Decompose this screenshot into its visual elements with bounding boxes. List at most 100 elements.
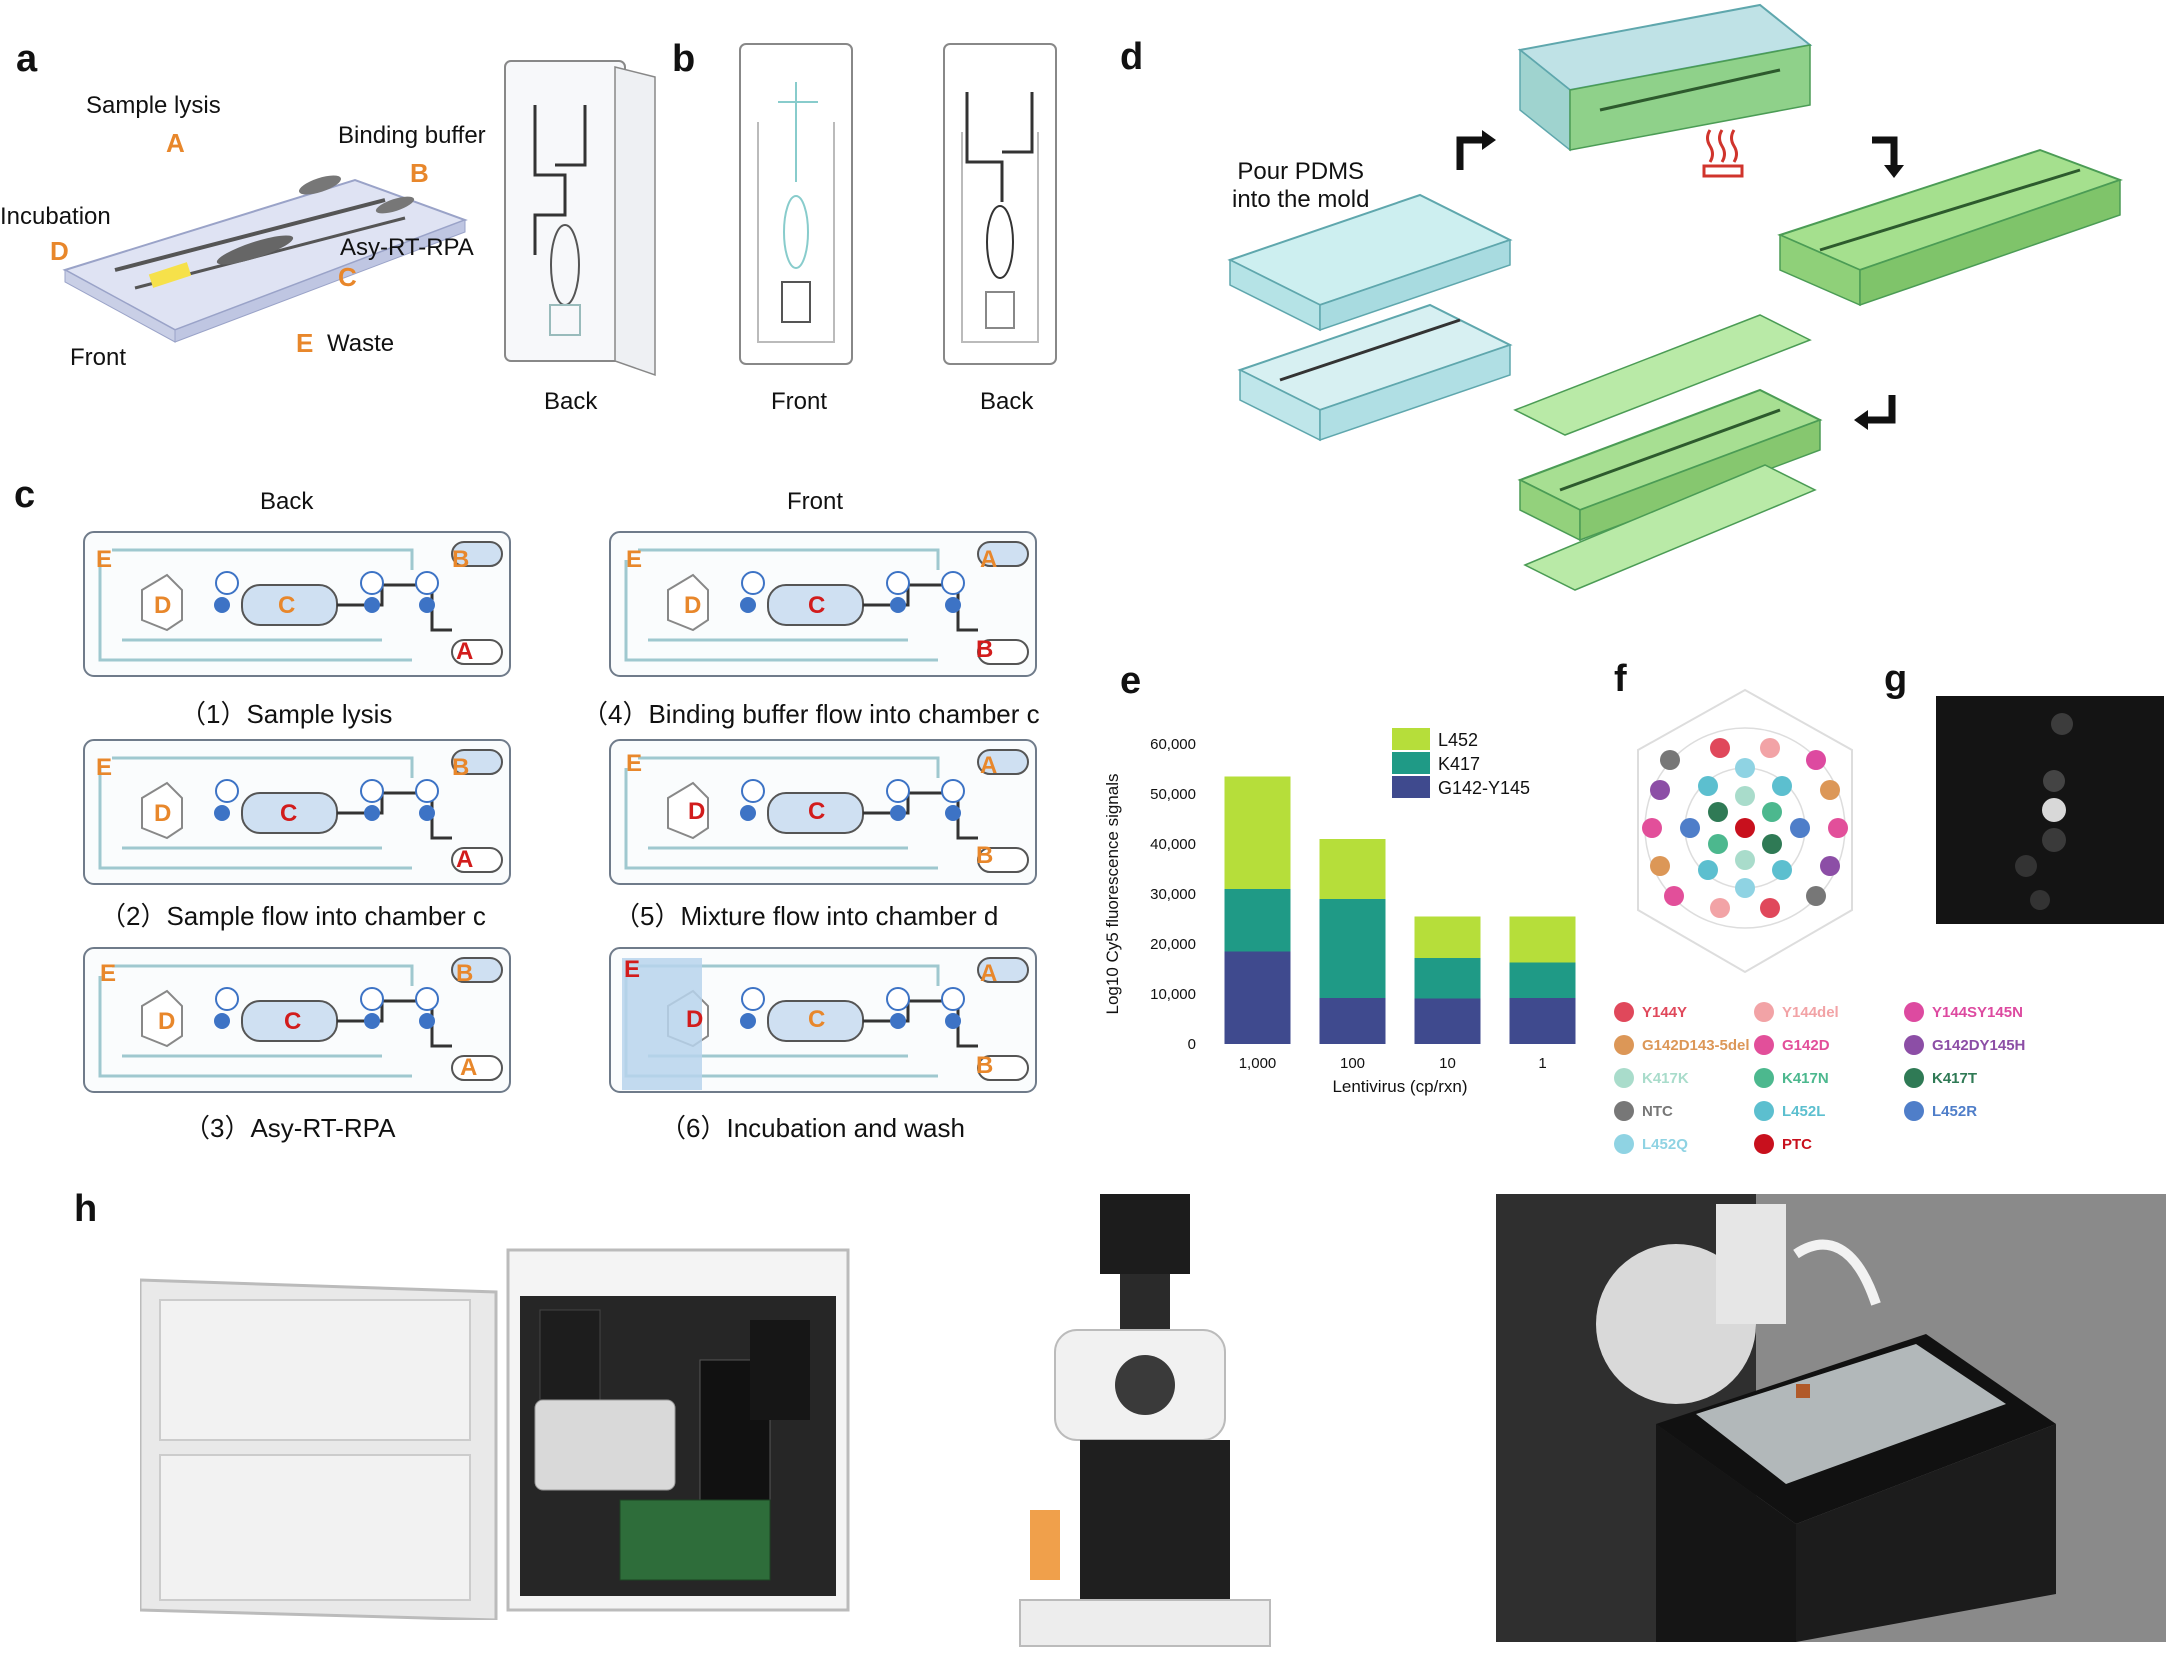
- panel-letter-e: e: [1120, 660, 1142, 702]
- spot-PTC: [1735, 818, 1755, 838]
- legend-text: G142D: [1782, 1036, 1830, 1054]
- label-asy: Asy-RT-RPA: [340, 234, 474, 261]
- legend-dot: [1904, 1035, 1924, 1055]
- chip5-A: A: [980, 752, 998, 779]
- chip2-A: A: [456, 846, 474, 873]
- legend-item-K417N: K417N: [1754, 1068, 1829, 1088]
- legend-text: L452L: [1782, 1102, 1826, 1120]
- legend-swatch-K417: [1392, 752, 1430, 774]
- spot-G142D: [1664, 886, 1684, 906]
- spot-Y144Y: [1710, 738, 1730, 758]
- y-tick-label: 60,000: [1150, 736, 1196, 753]
- legend-text: G142D143-5del: [1642, 1036, 1750, 1054]
- legend-label-K417: K417: [1438, 754, 1480, 774]
- legend-dot: [1904, 1068, 1924, 1088]
- spot-Y144Y: [1760, 898, 1780, 918]
- chip-front-layout: [739, 43, 853, 365]
- fluorescence-image: [1936, 696, 2164, 924]
- spot-K417K: [1735, 786, 1755, 806]
- spot-L452Q: [1735, 878, 1755, 898]
- legend-item-G142DY145H: G142DY145H: [1904, 1035, 2025, 1055]
- legend-text: PTC: [1782, 1135, 1812, 1153]
- spot-K417K: [1735, 850, 1755, 870]
- chip1-E: E: [96, 546, 113, 573]
- legend-dot: [1614, 1068, 1634, 1088]
- spot-Y144del: [1760, 738, 1780, 758]
- legend-dot: [1754, 1068, 1774, 1088]
- chip6-C: C: [808, 1006, 826, 1033]
- chip1-A: A: [456, 638, 474, 665]
- label-front-a: Front: [70, 344, 127, 371]
- label-E: E: [296, 328, 314, 358]
- legend-text: L452R: [1932, 1102, 1978, 1120]
- spot-L452R: [1680, 818, 1700, 838]
- bar-K417-100: [1319, 899, 1386, 998]
- legend-label-G142-Y145: G142-Y145: [1438, 778, 1530, 798]
- chip6-D: D: [686, 1006, 704, 1033]
- spot-NTC: [1806, 886, 1826, 906]
- bar-K417-1,000: [1224, 889, 1291, 952]
- legend-text: Y144SY145N: [1932, 1003, 2023, 1021]
- chip2-D: D: [154, 800, 172, 827]
- pdms-fabrication-illustration: [1227, 3, 2123, 591]
- legend-text: K417K: [1642, 1069, 1689, 1087]
- legend-item-Y144del: Y144del: [1754, 1002, 1839, 1022]
- spot-L452L: [1698, 860, 1718, 880]
- label-D: D: [50, 236, 69, 266]
- chip1-B: B: [452, 546, 470, 573]
- legend-dot: [1614, 1002, 1634, 1022]
- chip-holder-closeup-photo: [1496, 1194, 2166, 1642]
- y-tick-label: 40,000: [1150, 836, 1196, 853]
- legend-item-K417T: K417T: [1904, 1068, 1977, 1088]
- legend-dot: [1614, 1035, 1634, 1055]
- chip-3d-illustration: [62, 175, 468, 343]
- array-outline: [1637, 688, 1853, 974]
- spot-G142DY145H: [1650, 780, 1670, 800]
- spot-K417T: [1762, 834, 1782, 854]
- chip6-A: A: [980, 960, 998, 987]
- legend-item-L452R: L452R: [1904, 1101, 1977, 1121]
- legend-swatch-L452: [1392, 728, 1430, 750]
- bar-G142-Y145-1,000: [1224, 951, 1291, 1044]
- chip5-D: D: [688, 798, 706, 825]
- legend-item-PTC: PTC: [1754, 1134, 1812, 1154]
- chip4-E: E: [626, 546, 643, 573]
- panel-letter-f: f: [1614, 658, 1627, 700]
- legend-item-NTC: NTC: [1614, 1101, 1673, 1121]
- legend-text: Y144del: [1782, 1003, 1839, 1021]
- y-axis-label: Log10 Cy5 fluorescence signals: [1103, 774, 1122, 1015]
- legend-item-Y144SY145N: Y144SY145N: [1904, 1002, 2023, 1022]
- step-5-caption: （5）Mixture flow into chamber d: [614, 901, 999, 931]
- y-tick-label: 50,000: [1150, 786, 1196, 803]
- legend-item-L452Q: L452Q: [1614, 1134, 1688, 1154]
- chip3-C: C: [284, 1008, 302, 1035]
- step-4-caption: （4）Binding buffer flow into chamber c: [582, 699, 1040, 729]
- spot-L452L: [1698, 776, 1718, 796]
- chip3-B: B: [456, 960, 474, 987]
- spot-NTC: [1660, 750, 1680, 770]
- y-tick-label: 10,000: [1150, 986, 1196, 1003]
- legend-dot: [1754, 1002, 1774, 1022]
- bar-G142-Y145-100: [1319, 998, 1386, 1044]
- panel-letter-d: d: [1120, 36, 1144, 78]
- chip-back-layout: [943, 43, 1057, 365]
- chip3-E: E: [100, 960, 117, 987]
- stacked-bar-chart: 010,00020,00030,00040,00050,00060,0001,0…: [1103, 728, 1576, 1096]
- legend-dot: [1754, 1101, 1774, 1121]
- legend-text: K417T: [1932, 1069, 1978, 1087]
- spot-G142D: [1642, 818, 1662, 838]
- label-sample-lysis: Sample lysis: [86, 92, 221, 119]
- chip5-C: C: [808, 798, 826, 825]
- y-tick-label: 30,000: [1150, 886, 1196, 903]
- bar-L452-100: [1319, 839, 1386, 899]
- step-1-caption: （1）Sample lysis: [180, 699, 393, 729]
- spot-G142D143-5del: [1820, 780, 1840, 800]
- column-front-label: Front: [787, 488, 844, 515]
- legend-swatch-G142-Y145: [1392, 776, 1430, 798]
- legend-dot: [1614, 1101, 1634, 1121]
- step-3-caption: （3）Asy-RT-RPA: [184, 1113, 396, 1143]
- spot-K417T: [1708, 802, 1728, 822]
- spot-G142D143-5del: [1650, 856, 1670, 876]
